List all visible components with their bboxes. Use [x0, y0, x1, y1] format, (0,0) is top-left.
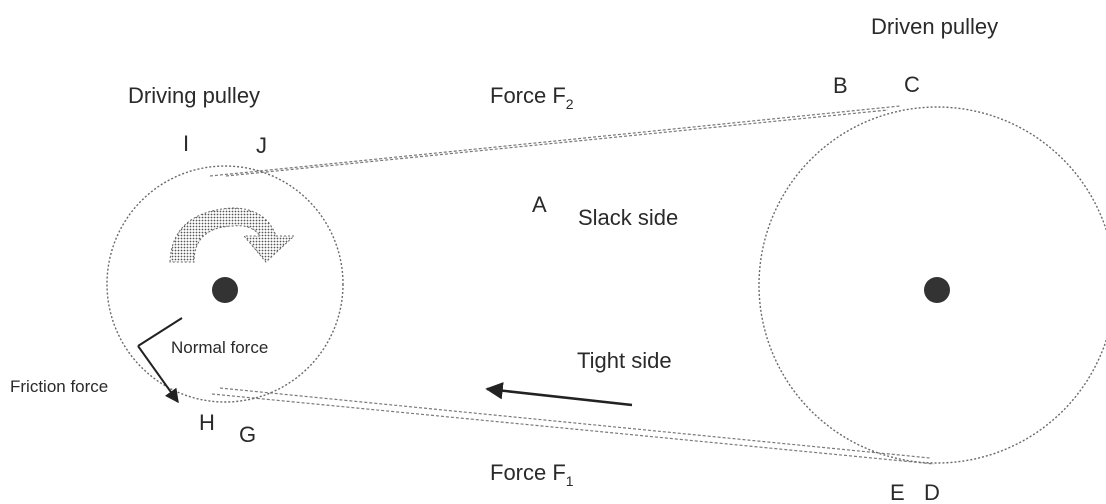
point-g: G — [239, 422, 256, 447]
point-i: I — [183, 131, 189, 156]
label-slack-side: Slack side — [578, 205, 678, 230]
label-force-f2: Force F2 — [490, 83, 574, 112]
label-driving-pulley: Driving pulley — [128, 83, 260, 108]
belt-upper-inner — [225, 109, 889, 177]
belt-lower-outer — [211, 393, 935, 465]
friction-force-arrow-icon — [137, 345, 179, 404]
belt-lower-inner — [219, 387, 931, 459]
label-force-f1: Force F1 — [490, 460, 574, 489]
label-driven-pulley: Driven pulley — [871, 14, 998, 39]
point-a: A — [532, 192, 547, 217]
normal-force-arrow-icon — [137, 317, 183, 347]
driven-pulley-hub — [924, 277, 950, 303]
point-h: H — [199, 410, 215, 435]
point-b: B — [833, 73, 848, 98]
point-d: D — [924, 480, 940, 504]
point-c: C — [904, 72, 920, 97]
label-tight-side: Tight side — [577, 348, 672, 373]
driving-pulley-rim — [106, 165, 344, 403]
point-e: E — [890, 480, 905, 504]
tight-side-arrow-icon — [485, 382, 633, 407]
belt-upper-outer — [209, 105, 901, 177]
driving-pulley — [106, 165, 344, 403]
label-friction-force: Friction force — [10, 377, 108, 396]
driven-pulley — [758, 106, 1106, 464]
rotation-arrow-icon — [169, 207, 296, 263]
belt — [209, 105, 935, 465]
label-normal-force: Normal force — [171, 338, 268, 357]
driving-pulley-hub — [212, 277, 238, 303]
point-j: J — [256, 133, 267, 158]
